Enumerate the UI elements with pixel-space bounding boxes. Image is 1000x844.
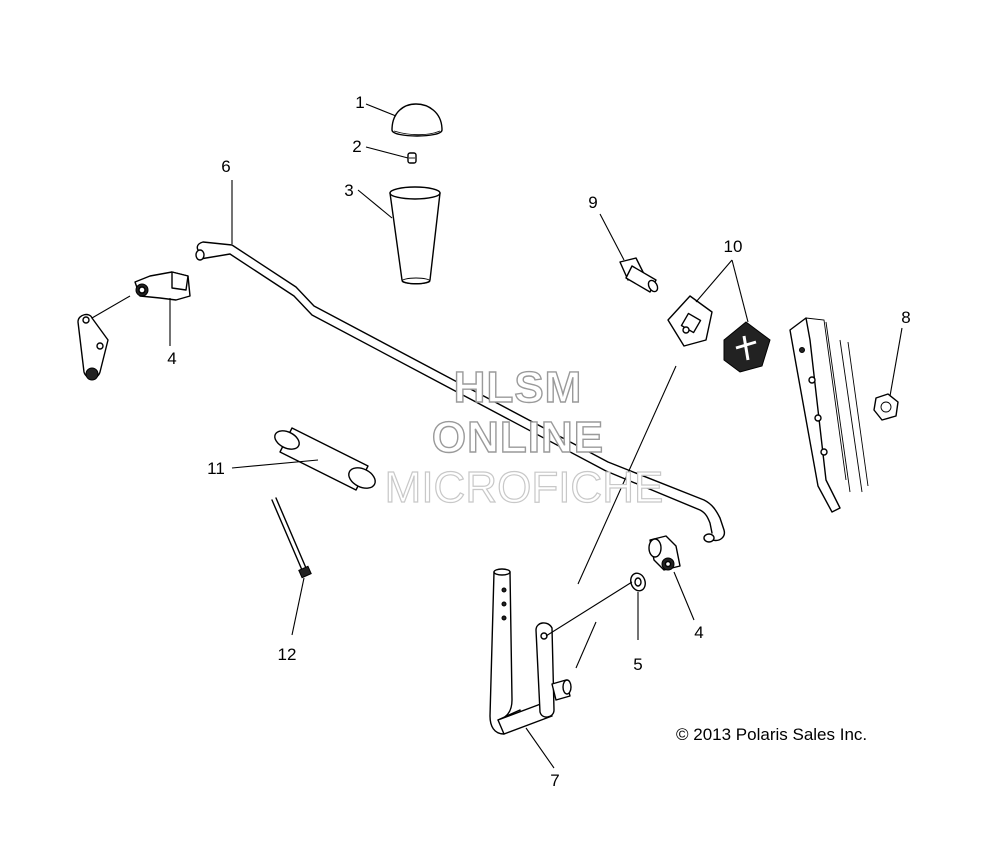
watermark-line-3: MICROFICHE — [385, 463, 664, 512]
callout-7: 7 — [550, 771, 559, 790]
side-panel — [789, 317, 869, 513]
screw — [407, 152, 417, 164]
watermark-line-2: ONLINE — [432, 413, 604, 462]
callout-12: 12 — [278, 645, 297, 664]
bracket-clip-right — [648, 535, 681, 571]
watermark: HLSM ONLINE MICROFICHE — [384, 362, 664, 512]
callouts: 1 2 3 6 4 11 12 9 10 8 5 4 7 — [167, 93, 910, 790]
bracket-clip-left — [134, 271, 191, 301]
callout-3: 3 — [344, 181, 353, 200]
bushing-2 — [723, 321, 771, 373]
watermark-line-1: HLSM — [454, 363, 583, 412]
washer — [630, 572, 646, 592]
arm-link — [77, 313, 109, 381]
shift-lever — [489, 568, 572, 735]
bolt — [619, 257, 659, 293]
callout-2: 2 — [352, 137, 361, 156]
callout-6: 6 — [221, 157, 230, 176]
callout-9: 9 — [588, 193, 597, 212]
callout-4-right: 4 — [694, 623, 703, 642]
pin — [271, 497, 312, 579]
callout-1: 1 — [355, 93, 364, 112]
leader-lines — [91, 103, 903, 769]
shift-rod — [195, 241, 726, 543]
knob-cap — [391, 103, 443, 137]
callout-10: 10 — [724, 237, 743, 256]
nut — [873, 393, 899, 421]
callout-4-left: 4 — [167, 349, 176, 368]
callout-11: 11 — [207, 459, 225, 478]
grip-tube — [274, 427, 376, 491]
callout-5: 5 — [633, 655, 642, 674]
callout-8: 8 — [901, 308, 910, 327]
bushing-1 — [667, 295, 713, 347]
shift-knob — [389, 186, 441, 285]
copyright-notice: © 2013 Polaris Sales Inc. — [676, 725, 867, 744]
